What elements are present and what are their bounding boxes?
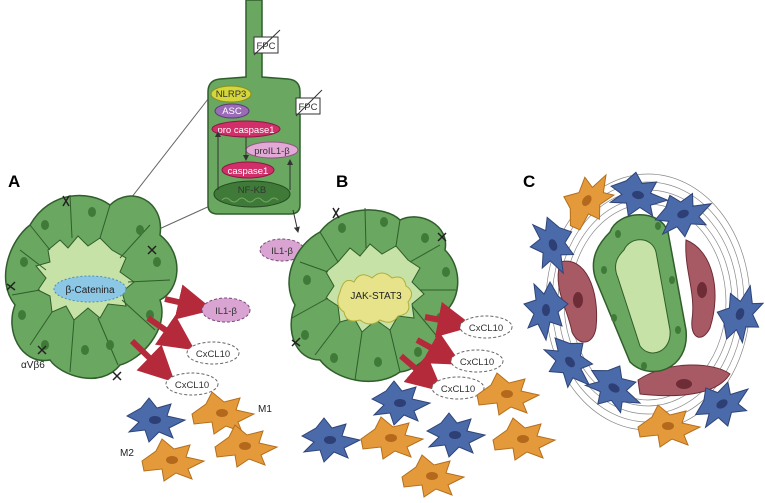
- cxcl10-label-b1: CxCL10: [469, 323, 503, 334]
- cxcl10-cytokine-b2: CxCL10: [450, 349, 504, 373]
- cxcl10-label-b2: CxCL10: [460, 357, 494, 368]
- m2-macrophage: [401, 454, 465, 498]
- cxcl10-label-a2: CxCL10: [175, 380, 209, 391]
- jak-stat3-label: JAK-STAT3: [350, 291, 402, 302]
- pro-il1b-label: proIL1-β: [254, 146, 290, 157]
- pro-caspase1: pro caspase1: [211, 120, 281, 138]
- caspase-label: caspase1: [228, 166, 269, 177]
- nlrp3-label: NLRP3: [216, 89, 247, 100]
- jak-stat3-badge: JAK-STAT3: [337, 272, 412, 325]
- epithelial-cell-zoom: [207, 0, 301, 215]
- asc-label: ASC: [222, 106, 242, 117]
- cxcl10-cytokine-a2: CxCL10: [165, 372, 219, 396]
- il1b-label-b: IL1-β: [271, 246, 293, 257]
- m2-macrophage: [476, 372, 540, 416]
- m1-macrophage: [126, 397, 186, 443]
- m2-macrophage: [191, 391, 255, 435]
- il1b-label-a: IL1-β: [215, 306, 237, 317]
- fpc-label-side: FPC: [299, 102, 318, 113]
- asc-adaptor: ASC: [214, 103, 250, 119]
- secretion-arrows-a: [129, 284, 214, 383]
- integrin-label: αVβ6: [21, 360, 45, 371]
- cell-pathway-arrows: [215, 131, 300, 233]
- panel-label-b: B: [336, 172, 348, 191]
- nlrp3-complex: NLRP3: [210, 85, 252, 103]
- m1-macrophage: [426, 412, 486, 458]
- m2-label: M2: [120, 448, 134, 459]
- cxcl10-cytokine-a1: CxCL10: [186, 341, 240, 365]
- fibroblast: [685, 239, 716, 338]
- m2-macrophage: [492, 417, 556, 461]
- m2-macrophage: [360, 416, 424, 460]
- nfkb-label: NF-KB: [238, 185, 267, 196]
- fibrotic-airway: [592, 214, 687, 373]
- pro-caspase-label: pro caspase1: [217, 125, 274, 136]
- m2-macrophage: [637, 404, 701, 448]
- beta-catenin-label: β-Catenina: [65, 285, 115, 296]
- m2-macrophage: [214, 424, 278, 468]
- panel-label-c: C: [523, 172, 535, 191]
- panel-label-a: A: [8, 172, 20, 191]
- cxcl10-label-b3: CxCL10: [441, 384, 475, 395]
- fibroblast: [557, 260, 598, 343]
- pro-il1b: proIL1-β: [245, 141, 299, 159]
- secretion-arrows-b: [399, 301, 474, 392]
- m1-label: M1: [258, 404, 272, 415]
- fpc-receptor-side: FPC: [295, 89, 323, 117]
- il1b-cytokine-a: IL1-β: [201, 297, 251, 323]
- cxcl10-cytokine-b3: CxCL10: [431, 376, 485, 400]
- m2-macrophage: [141, 438, 205, 482]
- caspase1: caspase1: [221, 161, 275, 179]
- m1-macrophage: [301, 417, 361, 463]
- nfkb-nucleus: NF-KB: [213, 180, 291, 208]
- beta-catenin-badge: β-Catenina: [53, 275, 127, 303]
- fpc-receptor-top: FPC: [253, 29, 281, 56]
- cxcl10-cytokine-b1: CxCL10: [459, 315, 513, 339]
- cxcl10-label-a1: CxCL10: [196, 349, 230, 360]
- fpc-label-top: FPC: [257, 41, 276, 52]
